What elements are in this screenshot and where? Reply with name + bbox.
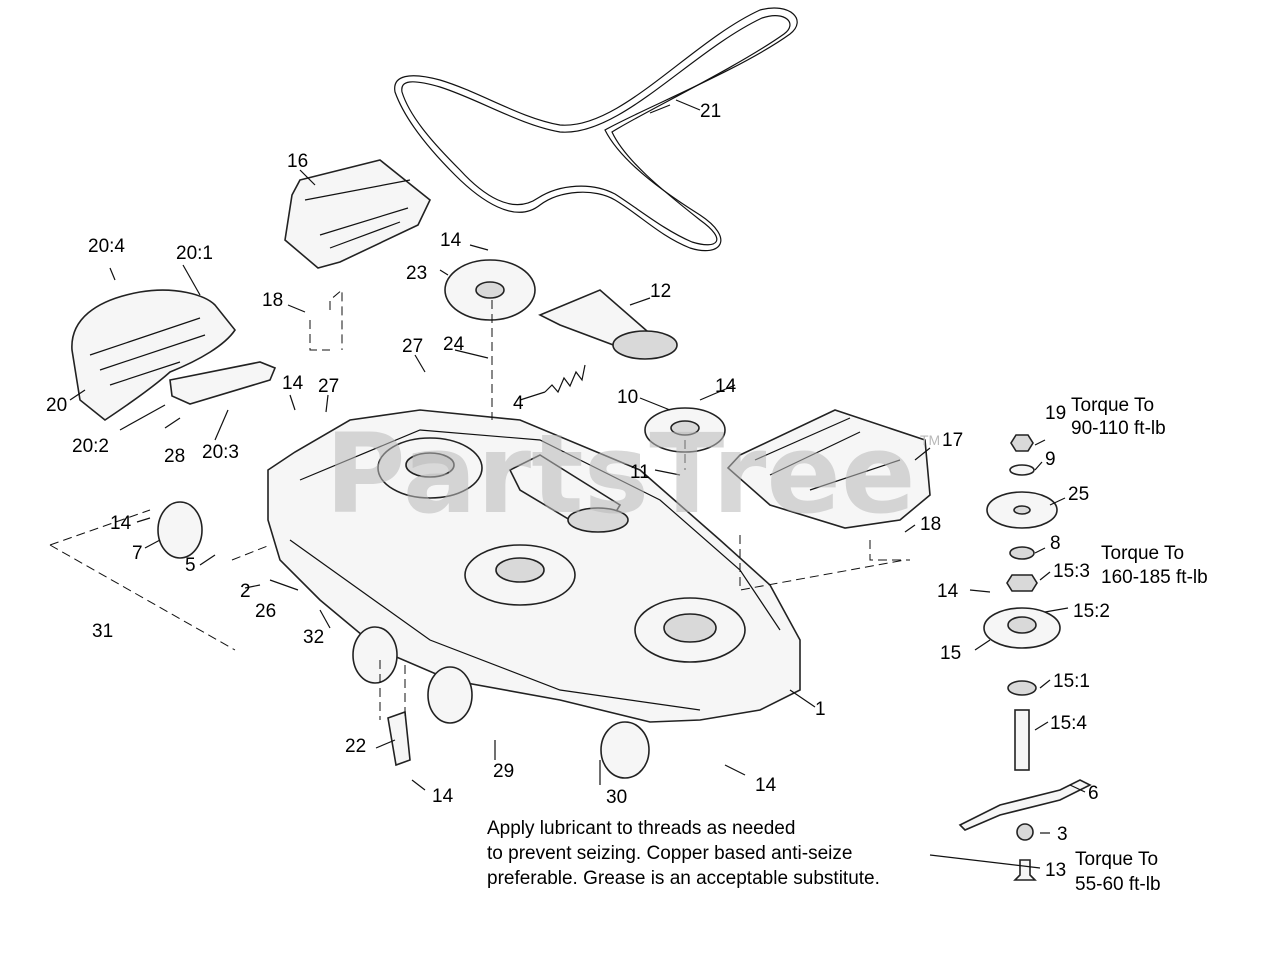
callout-20-4: 20:4 [88,236,125,257]
bolt-13 [1013,859,1037,881]
belt-cover-left [71,289,236,421]
nut-19 [1010,434,1034,452]
cover-16 [284,159,431,269]
callout-14-e: 14 [937,581,959,602]
nut-15-3 [1006,574,1038,592]
callout-14-a: 14 [440,230,462,251]
note-line-3: preferable. Grease is an acceptable subs… [487,868,880,889]
callout-30: 30 [606,787,627,808]
callout-8: 8 [1050,533,1061,554]
spacer-3 [1016,823,1034,841]
callout-22: 22 [345,736,366,757]
torque-19-line2: 90-110 ft-lb [1071,418,1166,439]
callout-3: 3 [1057,824,1068,845]
blade-6 [958,779,1092,831]
bearing-15-1 [1007,680,1037,696]
torque-19-line1: Torque To [1071,395,1154,416]
callout-5: 5 [185,555,196,576]
callout-20-1: 20:1 [176,243,213,264]
callout-11: 11 [630,462,650,483]
callout-19: 19 [1045,403,1066,424]
callout-21: 21 [700,101,721,122]
callout-14-f: 14 [755,775,777,796]
callout-14-g: 14 [432,786,454,807]
callout-14-b: 14 [715,376,737,397]
callout-13: 13 [1045,860,1066,881]
callout-26: 26 [255,601,276,622]
callout-2: 2 [240,581,251,602]
callout-20-3: 20:3 [202,442,239,463]
callout-31: 31 [92,621,113,642]
torque-15-line2: 160-185 ft-lb [1101,567,1208,588]
callout-18-b: 18 [920,514,941,535]
callout-15-1: 15:1 [1053,671,1090,692]
note-line-1: Apply lubricant to threads as needed [487,818,795,839]
gauge-wheel-front-left [352,626,398,684]
callout-15-3: 15:3 [1053,561,1090,582]
washer-9 [1009,464,1035,476]
watermark-tm: TM [920,432,940,448]
gauge-wheel-7 [157,501,203,559]
gauge-wheel-front [427,666,473,724]
callout-12: 12 [650,281,671,302]
callout-28: 28 [164,446,185,467]
callout-17: 17 [942,430,963,451]
watermark: PartsTree [325,410,916,538]
callout-9: 9 [1045,449,1056,470]
note-line-2: to prevent seizing. Copper based anti-se… [487,843,852,864]
callout-27-a: 27 [402,336,423,357]
callout-10: 10 [617,387,638,408]
drive-belt [394,7,798,252]
callout-14-d: 14 [110,513,132,534]
callout-4: 4 [513,393,524,414]
callout-1: 1 [815,699,826,720]
callout-15-4: 15:4 [1050,713,1087,734]
callout-24: 24 [443,334,465,355]
callout-15: 15 [940,643,961,664]
callout-29: 29 [493,761,514,782]
torque-15-line1: Torque To [1101,543,1184,564]
callout-7: 7 [132,543,143,564]
cover-17 [726,409,931,529]
callout-23: 23 [406,263,427,284]
bearing-8 [1009,546,1035,560]
callout-25: 25 [1068,484,1089,505]
callout-27-b: 27 [318,376,339,397]
torque-13-line2: 55-60 ft-lb [1075,874,1161,895]
callout-32: 32 [303,627,324,648]
spring-4 [544,364,586,394]
callout-14-c: 14 [282,373,304,394]
callout-15-2: 15:2 [1073,601,1110,622]
callout-6: 6 [1088,783,1099,804]
callout-18-a: 18 [262,290,283,311]
torque-13-line1: Torque To [1075,849,1158,870]
callout-20: 20 [46,395,67,416]
callout-20-2: 20:2 [72,436,109,457]
gauge-wheel-rear [600,721,650,779]
spindle-shaft-15-4 [1014,709,1030,771]
callout-16: 16 [287,151,308,172]
